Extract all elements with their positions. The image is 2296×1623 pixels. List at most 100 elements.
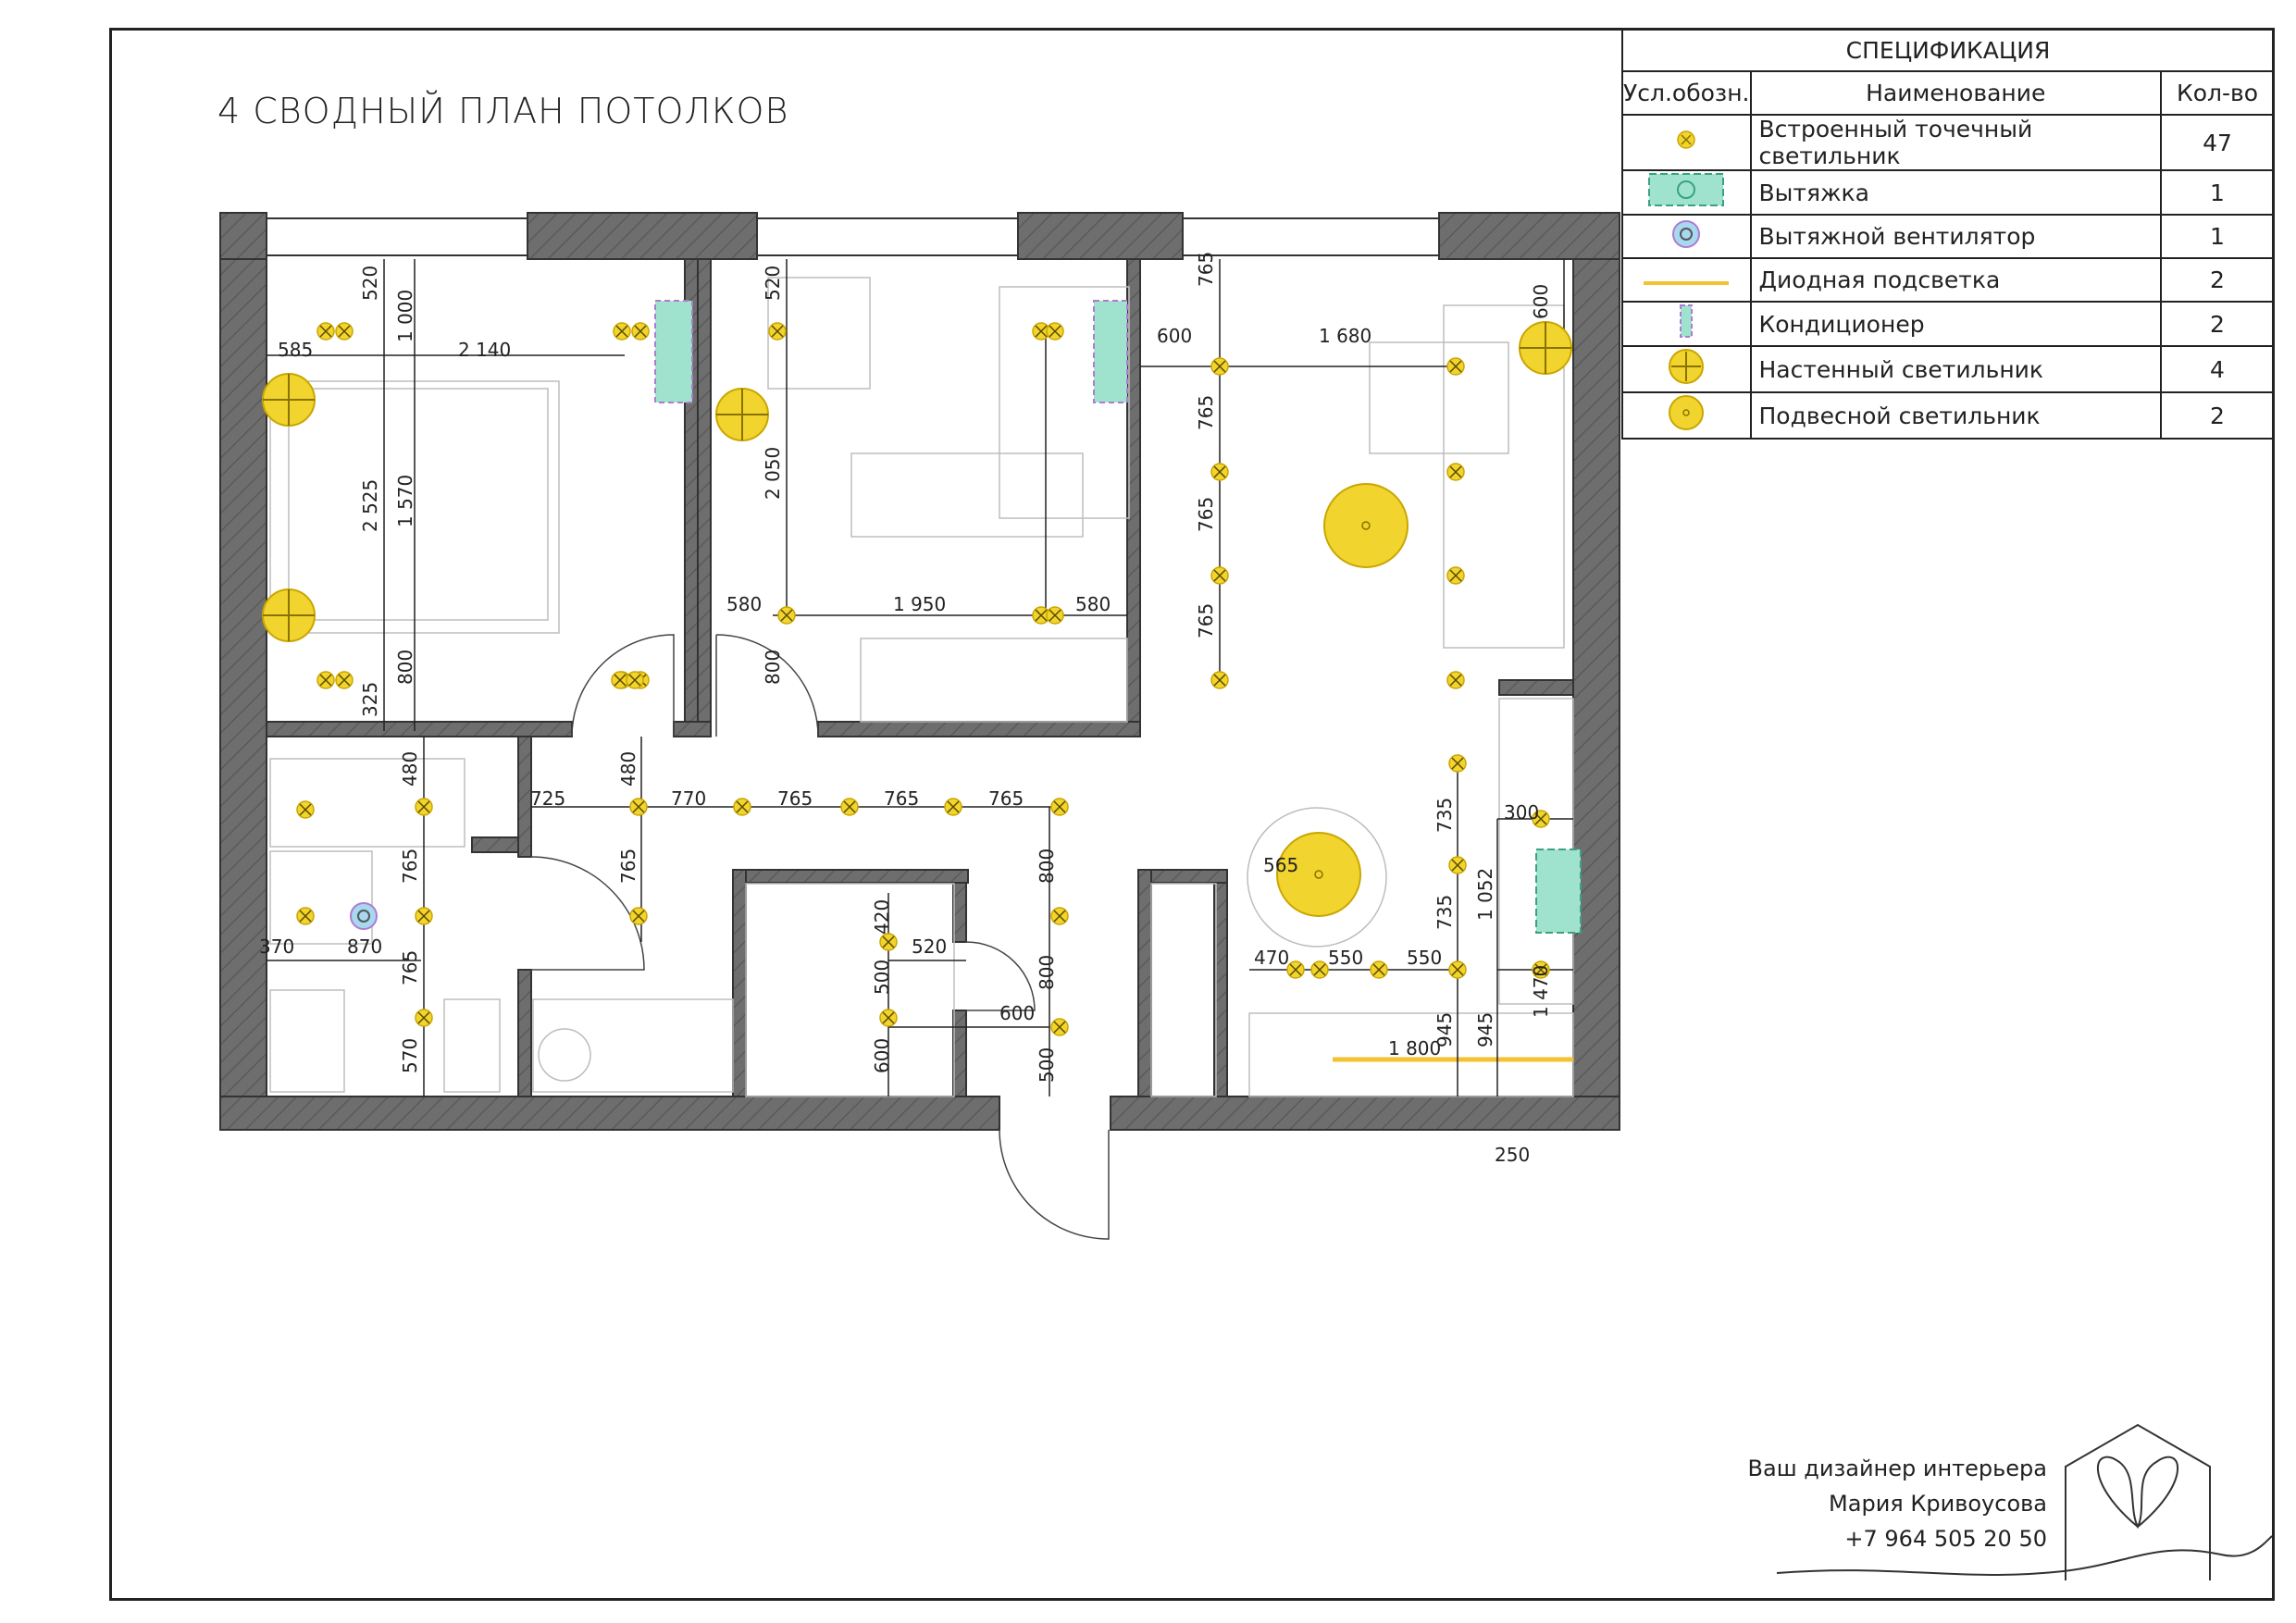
dim-label: 765 [617,849,639,884]
spec-row-name: Вытяжка [1749,169,2162,216]
spotlight [613,322,631,341]
dim-label: 945 [1433,1012,1456,1047]
dim-label: 765 [399,950,421,985]
dim-label: 800 [1036,955,1058,990]
spotlight [1210,463,1229,481]
spotlight [629,798,648,816]
spotlight [944,798,962,816]
spec-header-qty: Кол-во [2160,70,2275,116]
drawing-frame [109,28,2275,1601]
page-title: 4 СВОДНЫЙ ПЛАН ПОТОЛКОВ [217,91,789,131]
spec-row: Диодная подсветка 2 [1621,257,2275,303]
spotlight [1446,671,1465,689]
wall-lamp [1519,321,1572,375]
spotlight [415,1009,433,1027]
spec-row-name: Встроенный точечный светильник [1749,114,2162,171]
dim-label: 480 [617,751,639,787]
spec-row-qty: 1 [2160,214,2275,259]
dim-label: 470 [1254,947,1289,969]
dim-label: 2 050 [762,447,784,500]
dim-label: 325 [359,682,381,717]
spotlight [316,322,335,341]
spotlight [1050,1018,1069,1036]
spotlight [316,671,335,689]
dim-label: 300 [1504,801,1539,824]
designer-logo-icon [1776,1423,2273,1580]
spec-row-qty: 47 [2160,114,2275,171]
spec-row-name: Диодная подсветка [1749,257,2162,303]
dim-label: 765 [1195,395,1217,430]
pendant-lamp [1323,483,1409,568]
spotlight [1050,907,1069,925]
designer-signature: Ваш дизайнер интерьера Мария Кривоусова … [1740,1451,2047,1556]
dim-label: 1 000 [394,290,416,342]
spotlight [626,671,644,689]
dim-label: 770 [671,787,706,810]
led-strip-icon [1644,281,1730,285]
dim-label: 500 [1036,1047,1058,1083]
spotlight [733,798,751,816]
spec-row: Кондиционер 2 [1621,301,2275,347]
door-swings [530,634,1110,1240]
spotlight [1370,960,1388,979]
spotlight [879,1009,898,1027]
spotlight [840,798,859,816]
signature-phone: +7 964 505 20 50 [1844,1526,2047,1552]
spotlight [1046,322,1064,341]
spotlight [296,800,315,819]
pendant-lamp-icon [1669,395,1705,430]
spec-row: Вытяжка 1 [1621,169,2275,216]
dimension-labels: 585 2 140 600 1 680 580 1 950 580 725 77… [259,252,1552,1166]
spotlight [415,798,433,816]
spec-row: Подвесной светильник 2 [1621,391,2275,440]
dim-label: 765 [399,849,421,884]
dim-label: 600 [871,1038,893,1073]
spec-title: СПЕЦИФИКАЦИЯ [1621,28,2275,72]
dim-label: 580 [726,593,762,615]
spec-row-qty: 4 [2160,345,2275,393]
spec-row: Вытяжной вентилятор 1 [1621,214,2275,259]
dim-label: 1 680 [1319,325,1371,347]
spec-row: Настенный светильник 4 [1621,345,2275,393]
spotlight [1310,960,1329,979]
dim-label: 370 [259,935,294,958]
spec-row-name: Подвесной светильник [1749,391,2162,440]
wall-lamp [715,388,769,441]
spotlight [1210,357,1229,376]
spotlight [879,933,898,951]
dim-label: 945 [1474,1012,1496,1047]
dim-label: 600 [1157,325,1192,347]
spec-header-symbol: Усл.обозн. [1621,70,1752,116]
range-hood-plan [1535,849,1582,934]
spotlight [1448,754,1467,773]
dim-label: 800 [762,650,784,685]
dim-label: 725 [530,787,565,810]
spotlight [335,322,354,341]
spec-row: Встроенный точечный светильник 47 [1621,114,2275,171]
dim-label: 1 470 [1530,965,1552,1018]
exterior-walls [219,212,1620,1131]
spec-row-qty: 2 [2160,301,2275,347]
spotlight [296,907,315,925]
spec-row-name: Настенный светильник [1749,345,2162,393]
dim-label: 765 [1195,497,1217,532]
dim-label: 765 [777,787,813,810]
dim-label: 520 [762,266,784,301]
dim-label: 550 [1328,947,1363,969]
dim-label: 2 525 [359,479,381,532]
spec-row-name: Кондиционер [1749,301,2162,347]
pendant-lamps [1276,483,1409,917]
windows [266,217,1440,256]
dim-label: 1 800 [1388,1037,1441,1059]
spotlight [415,907,433,925]
spotlight [1446,463,1465,481]
dim-label: 765 [988,787,1024,810]
spotlight [335,671,354,689]
dim-label: 600 [1530,284,1552,319]
exhaust-fan-icon [1672,219,1701,248]
spotlight [629,907,648,925]
spotlight [631,322,650,341]
dim-label: 765 [1195,603,1217,638]
dim-label: 2 140 [458,339,511,361]
dim-label: 1 052 [1474,868,1496,921]
